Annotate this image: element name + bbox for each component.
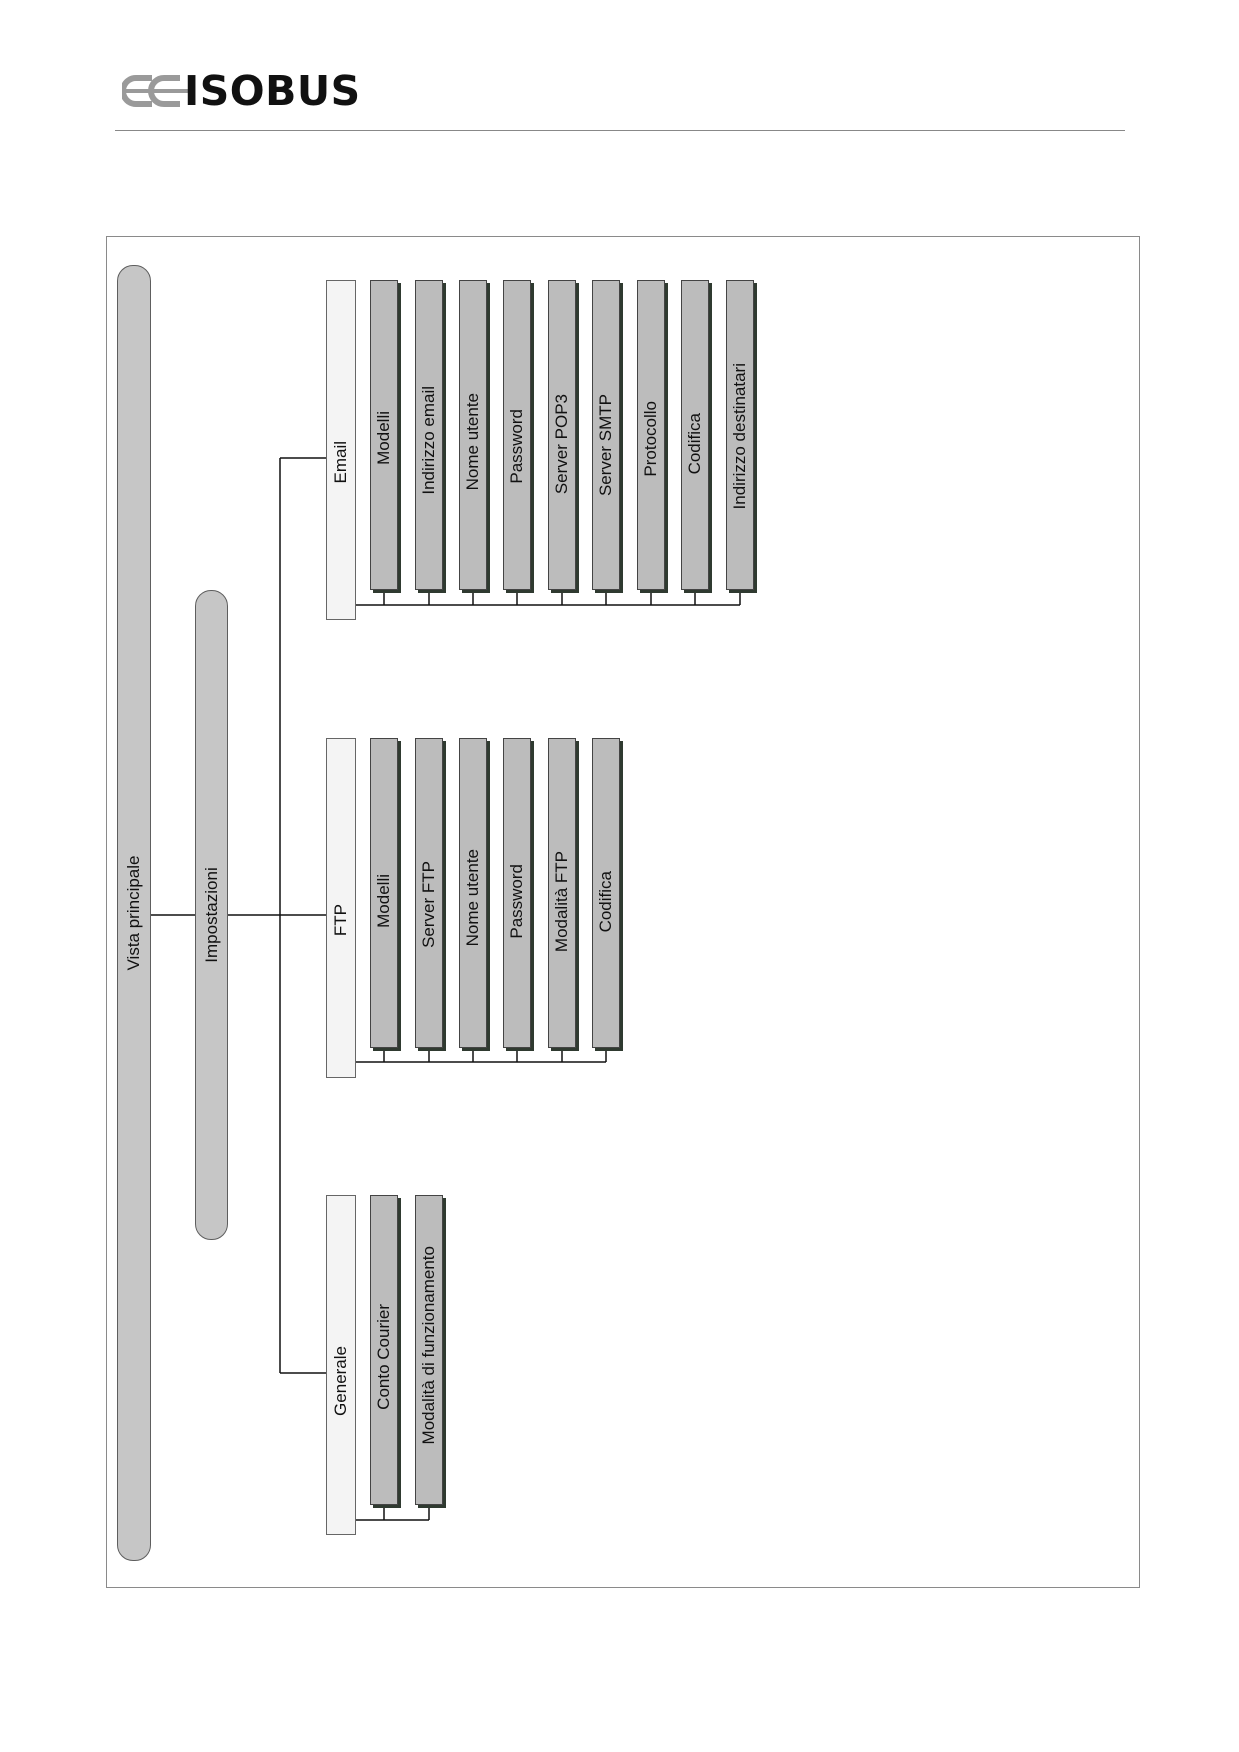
ftp-item: Modelli	[370, 738, 398, 1048]
ftp-item: Modalità FTP	[548, 738, 576, 1048]
group-generale: Generale	[326, 1195, 356, 1535]
ftp-item-label: Password	[507, 864, 526, 939]
root-node-label: Vista principale	[124, 855, 143, 971]
email-item: Indirizzo email	[415, 280, 443, 590]
ftp-item-label: Codifica	[596, 871, 615, 933]
email-item: Codifica	[681, 280, 709, 590]
ftp-item: Nome utente	[459, 738, 487, 1048]
cc-logo-mark	[122, 75, 188, 107]
group-ftp-label: FTP	[331, 904, 350, 937]
settings-node: Impostazioni	[195, 590, 228, 1240]
ftp-item-label: Nome utente	[463, 849, 482, 947]
email-item-label: Nome utente	[463, 393, 482, 491]
email-item-label: Password	[507, 409, 526, 484]
settings-node-label: Impostazioni	[201, 867, 221, 963]
email-item-label: Server POP3	[552, 394, 571, 495]
email-item: Nome utente	[459, 280, 487, 590]
root-node: Vista principale	[117, 265, 151, 1561]
group-ftp: FTP	[326, 738, 356, 1078]
generale-item-label: Modalità di funzionamento	[419, 1246, 438, 1445]
ftp-item: Password	[503, 738, 531, 1048]
generale-item: Modalità di funzionamento	[415, 1195, 443, 1505]
generale-item: Conto Courier	[370, 1195, 398, 1505]
email-item: Password	[503, 280, 531, 590]
email-item-label: Server SMTP	[596, 394, 615, 497]
email-item: Server SMTP	[592, 280, 620, 590]
ftp-item-label: Server FTP	[419, 861, 438, 948]
email-item: Modelli	[370, 280, 398, 590]
email-item-label: Codifica	[685, 413, 704, 475]
email-item: Indirizzo destinatari	[726, 280, 754, 590]
generale-item-label: Conto Courier	[374, 1304, 393, 1410]
email-item: Protocollo	[637, 280, 665, 590]
header-divider	[115, 130, 1125, 131]
email-item-label: Indirizzo email	[419, 386, 438, 495]
email-item-label: Protocollo	[641, 401, 660, 477]
group-email-label: Email	[331, 441, 350, 484]
logo-text: ISOBUS	[184, 67, 361, 115]
diagram-frame	[106, 236, 1140, 1588]
cc-isobus-logo: ISOBUS	[122, 66, 362, 116]
ftp-item: Codifica	[592, 738, 620, 1048]
group-generale-label: Generale	[331, 1346, 350, 1416]
email-item-label: Indirizzo destinatari	[730, 363, 749, 510]
email-item: Server POP3	[548, 280, 576, 590]
ftp-item: Server FTP	[415, 738, 443, 1048]
group-email: Email	[326, 280, 356, 620]
ftp-item-label: Modalità FTP	[552, 851, 571, 953]
ftp-item-label: Modelli	[374, 874, 393, 928]
email-item-label: Modelli	[374, 411, 393, 465]
